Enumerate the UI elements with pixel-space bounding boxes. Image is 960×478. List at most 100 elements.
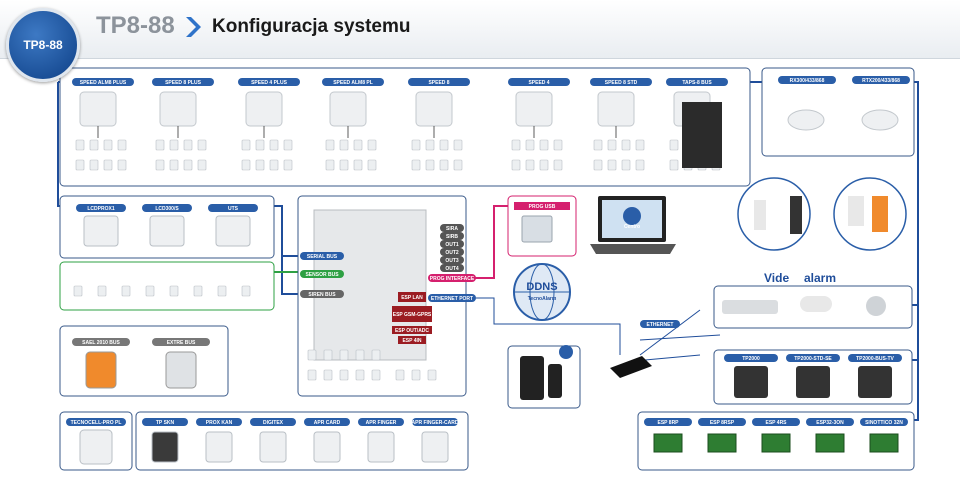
expander-detector-b-0-1 (89, 159, 99, 171)
esp-gsm-bg (392, 306, 432, 322)
esp-board-icon-1 (707, 433, 737, 453)
siren-bus-label-bg (300, 290, 344, 298)
panel-relay-5-bg (440, 264, 464, 272)
videoalarm-brand-a: Vide (764, 271, 789, 285)
expander-device-2 (245, 91, 283, 127)
access-label-0-bg (66, 418, 126, 426)
keypad-label-2-bg (208, 204, 258, 212)
esp-label-1: ESP 8RSP (710, 420, 735, 426)
access-label-0: TECNOCELL-PRO PL (71, 420, 122, 426)
expander-detector-b-2-2 (269, 159, 279, 171)
expander-detector-b-1-3 (197, 159, 207, 171)
router-icon (610, 356, 652, 378)
expander-detector-1-0 (155, 139, 165, 151)
expander-detector-b-6-3 (635, 159, 645, 171)
expander-label-2-bg (238, 78, 300, 86)
expander-detector-b-2-0 (241, 159, 251, 171)
expander-detector-2-1 (255, 139, 265, 151)
panel-relay-0-bg (440, 224, 464, 232)
esp-outadc-label: ESP OUT/ADC (395, 328, 429, 334)
access-device-icon-4 (313, 431, 341, 463)
phone-icon (548, 364, 562, 398)
keypad-icon-1 (149, 215, 185, 247)
video-panel-icon-0 (734, 366, 768, 398)
sensor-bus-label: SENSOR BUS (305, 272, 339, 278)
videoalarm-brand-b: alarm (804, 271, 836, 285)
panel-detector-0-0 (307, 349, 317, 361)
radio-detectors (737, 177, 907, 251)
laptop-icon (590, 196, 676, 254)
access-label-1: TP SKN (156, 420, 175, 426)
esp-lan-label: ESP LAN (401, 295, 423, 301)
radio-receiver-icon-1 (861, 109, 899, 131)
expander-detector-7-0 (669, 139, 679, 151)
panel-detector-0-2 (339, 349, 349, 361)
ethernet-lines (476, 297, 721, 361)
expander-detector-b-3-0 (325, 159, 335, 171)
prog-interface-label-bg (428, 274, 476, 282)
panel-relay-3-bg (440, 248, 464, 256)
panel-out-detector-1 (411, 369, 421, 381)
siren-label-1: EXTRE BUS (167, 340, 196, 346)
expander-detector-1-3 (197, 139, 207, 151)
expander-detector-b-1-1 (169, 159, 179, 171)
expander-detector-6-2 (621, 139, 631, 151)
expander-detector-b-3-1 (339, 159, 349, 171)
panel-detector-0-3 (355, 349, 365, 361)
expander-label-3: SPEED ALM8 PL (333, 80, 373, 86)
expander-device-4 (415, 91, 453, 127)
ethernet-label: ETHERNET (647, 322, 674, 328)
panel-detector-1-1 (323, 369, 333, 381)
radio-label-0: RX300/433/868 (790, 78, 825, 84)
expander-label-6: SPEED 8 STD (605, 80, 638, 86)
expander-detector-5-3 (553, 139, 563, 151)
video-panel-icon-1 (796, 366, 830, 398)
expander-detector-b-6-2 (621, 159, 631, 171)
esp-board-icon-3 (815, 433, 845, 453)
expander-detector-b-5-3 (553, 159, 563, 171)
esp-label-4-bg (860, 418, 908, 426)
sensor-row (73, 285, 251, 297)
expander-label-1-bg (152, 78, 214, 86)
keypad-label-1-bg (142, 204, 192, 212)
chevron-right-icon (186, 17, 201, 37)
expander-detector-4-0 (411, 139, 421, 151)
usb-interface-icon (521, 215, 553, 243)
panel-detector-0-4 (371, 349, 381, 361)
esp-outadc-bg (392, 326, 432, 334)
expander-detector-4-1 (425, 139, 435, 151)
expander-detector-4-3 (453, 139, 463, 151)
panel-relay-4: OUT3 (445, 258, 459, 264)
siren-label-0-bg (72, 338, 130, 346)
expander-detector-b-5-0 (511, 159, 521, 171)
sensor-detector-6 (217, 285, 227, 297)
expander-detector-b-0-3 (117, 159, 127, 171)
panel-detector-0-1 (323, 349, 333, 361)
expander-label-3-bg (322, 78, 384, 86)
esp-label-1-bg (698, 418, 746, 426)
ddns-sub-text: TecnoAlarm (528, 296, 557, 302)
expander-detector-3-2 (353, 139, 363, 151)
expander-detector-b-4-1 (425, 159, 435, 171)
access-label-1-bg (142, 418, 188, 426)
esp-board-icon-2 (761, 433, 791, 453)
expander-detector-b-2-3 (283, 159, 293, 171)
video-model-label-2: TP2000-BUS-TV (856, 356, 894, 362)
sensor-detector-1 (97, 285, 107, 297)
sensor-detector-4 (169, 285, 179, 297)
expander-detector-2-0 (241, 139, 251, 151)
expander-label-2: SPEED 4 PLUS (251, 80, 288, 86)
expander-detector-3-3 (367, 139, 377, 151)
access-label-5-bg (358, 418, 404, 426)
expander-detector-b-4-2 (439, 159, 449, 171)
keypad-label-0: LCDPROX1 (87, 206, 114, 212)
expander-device-6 (597, 91, 635, 127)
expander-detector-6-1 (607, 139, 617, 151)
access-label-3-bg (250, 418, 296, 426)
esp-4in-bg (398, 336, 426, 344)
expander-detector-b-1-0 (155, 159, 165, 171)
esp-board-icon-0 (653, 433, 683, 453)
